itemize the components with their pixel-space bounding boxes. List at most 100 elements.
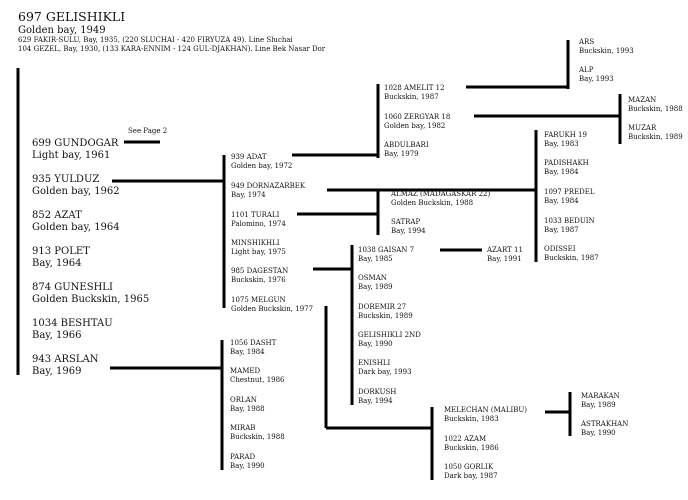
son-name: 943 ARSLAN	[32, 354, 99, 365]
dagestan-son-name: 1038 GAISAN 7	[358, 246, 415, 254]
melgun-son-name: MELECHAN (MALIBU)	[444, 406, 528, 414]
yulduz-son-name: 939 ADAT	[231, 153, 267, 161]
dagestan-son-details: Bay, 1989	[358, 283, 393, 291]
zergyar-son-name: MAZAN	[628, 96, 657, 104]
see-page-note: See Page 2	[128, 127, 168, 135]
dagestan-son-name: DORKUSH	[358, 388, 397, 396]
adat-son-details: Buckskin, 1987	[384, 93, 439, 101]
melechan-son-details: Bay, 1989	[581, 401, 616, 409]
amelit-son-details: Bay, 1993	[579, 75, 614, 83]
yulduz-son-details: Golden Buckskin, 1977	[231, 305, 314, 313]
son-name: 1034 BESHTAU	[32, 318, 113, 329]
melgun-son-name: 1022 AZAM	[444, 435, 487, 443]
son-name: 699 GUNDOGAR	[32, 138, 119, 149]
dagestan-son-name: ENISHLI	[358, 359, 391, 367]
dagestan-son-details: Bay, 1985	[358, 255, 393, 263]
son-name: 852 AZAT	[32, 210, 82, 221]
dornazarbek-son-details: Bay, 1984	[544, 197, 579, 205]
dornazarbek-son-name: PADISHAKH	[544, 159, 589, 167]
arslan-son-name: MIRAB	[230, 424, 256, 432]
adat-son-name: 1028 AMELIT 12	[384, 84, 445, 92]
zergyar-son-name: MUZAR	[628, 124, 657, 132]
dagestan-son-details: Dark bay, 1993	[358, 368, 412, 376]
son-details: Bay, 1964	[32, 257, 82, 269]
header-horse-name: 697 GELISHIKLI	[18, 9, 126, 24]
melgun-son-name: 1050 GORLIK	[444, 463, 494, 471]
son-details: Bay, 1966	[32, 329, 82, 341]
amelit-son-name: ALP	[579, 66, 594, 74]
son-name: 935 YULDUZ	[32, 174, 100, 185]
dornazarbek-son-details: Bay, 1983	[544, 140, 579, 148]
dornazarbek-son-details: Bay, 1984	[544, 168, 579, 176]
header-horse-details: Golden bay, 1949	[18, 25, 106, 36]
melechan-son-details: Bay, 1990	[581, 429, 616, 437]
turali-son-name: ALMAZ (MADAGASKAR 22)	[391, 190, 491, 198]
dagestan-son-name: OSMAN	[358, 274, 387, 282]
melgun-son-details: Buckskin, 1983	[444, 415, 499, 423]
son-entry: 943 ARSLAN Bay, 1969	[32, 354, 98, 377]
amelit-son-details: Buckskin, 1993	[579, 47, 634, 55]
amelit-son-name: ARS	[579, 38, 595, 46]
dagestan-son-details: Bay, 1990	[358, 340, 393, 348]
arslan-son-details: Chestnut, 1986	[230, 376, 285, 384]
yulduz-son-details: Palomino, 1974	[231, 220, 286, 228]
yulduz-son-details: Bay, 1974	[231, 191, 266, 199]
son-details: Bay, 1969	[32, 365, 82, 377]
yulduz-son-name: 1075 MELGUN	[231, 296, 286, 304]
dagestan-son-name: DOREMIR 27	[358, 303, 407, 311]
yulduz-son-name: 1101 TURALI	[231, 211, 280, 219]
yulduz-son-details: Light bay, 1975	[231, 248, 286, 256]
yulduz-son-name: 985 DAGESTAN	[231, 267, 289, 275]
arslan-son-details: Bay, 1988	[230, 405, 265, 413]
gaisan-son-name: AZART 11	[487, 246, 523, 254]
dornazarbek-son-details: Bay, 1987	[544, 226, 579, 234]
adat-son-details: Golden bay, 1982	[384, 122, 446, 130]
turali-son-details: Golden Buckskin, 1988	[391, 199, 474, 207]
son-entry: 935 YULDUZ Golden bay, 1962	[32, 174, 120, 197]
melechan-son-name: ASTRAKHAN	[581, 420, 629, 428]
son-details: Golden bay, 1962	[32, 185, 120, 197]
dornazarbek-son-name: ODISSEI	[544, 245, 576, 253]
son-entry: 1034 BESHTAU Bay, 1966	[32, 318, 113, 341]
arslan-son-name: 1056 DASHT	[230, 339, 277, 347]
zergyar-son-details: Buckskin, 1989	[628, 133, 683, 141]
arslan-son-details: Buckskin, 1988	[230, 433, 285, 441]
melgun-son-details: Buckskin, 1986	[444, 444, 499, 452]
son-entry: 852 AZAT Golden bay, 1964	[32, 210, 120, 233]
son-details: Golden bay, 1964	[32, 221, 120, 233]
arslan-son-details: Bay, 1984	[230, 348, 265, 356]
header-sire-line: 629 FAKIR-SULU, Bay, 1935, (220 SLUCHAI …	[18, 36, 293, 44]
gaisan-son-details: Bay, 1991	[487, 255, 522, 263]
dornazarbek-son-name: 1097 PREDEL	[544, 188, 595, 196]
son-name: 874 GUNESHLI	[32, 282, 113, 293]
melgun-son-details: Dark bay, 1987	[444, 472, 498, 480]
turali-son-details: Bay, 1994	[391, 227, 426, 235]
yulduz-son-details: Golden bay, 1972	[231, 162, 293, 170]
adat-son-details: Bay, 1979	[384, 150, 419, 158]
yulduz-son-details: Buckskin, 1976	[231, 276, 286, 284]
yulduz-son-name: 949 DORNAZARBEK	[231, 182, 306, 190]
dornazarbek-son-name: 1033 BEDUIN	[544, 217, 595, 225]
arslan-son-details: Bay, 1990	[230, 462, 265, 470]
son-details: Golden Buckskin, 1965	[32, 293, 150, 305]
arslan-son-name: MAMED	[230, 367, 261, 375]
son-entry: 874 GUNESHLI Golden Buckskin, 1965	[32, 282, 149, 305]
dagestan-son-details: Bay, 1994	[358, 397, 393, 405]
dagestan-son-details: Buckskin, 1989	[358, 312, 413, 320]
son-entry: 913 POLET Bay, 1964	[32, 246, 90, 269]
turali-son-name: SATRAP	[391, 218, 421, 226]
adat-son-name: ABDULBARI	[384, 141, 429, 149]
adat-son-name: 1060 ZERGYAR 18	[384, 113, 451, 121]
arslan-son-name: ORLAN	[230, 396, 257, 404]
dornazarbek-son-name: FARUKH 19	[544, 131, 587, 139]
yulduz-son-name: MINSHIKHLI	[231, 239, 280, 247]
dornazarbek-son-details: Buckskin, 1987	[544, 254, 599, 262]
melechan-son-name: MARAKAN	[581, 392, 620, 400]
zergyar-son-details: Buckskin, 1988	[628, 105, 683, 113]
arslan-son-name: PARAD	[230, 453, 256, 461]
son-entry: 699 GUNDOGAR Light bay, 1961	[32, 138, 118, 161]
dagestan-son-name: GELISHIKLI 2ND	[358, 331, 421, 339]
header-dam-line: 104 GEZEL, Bay, 1930, (133 KARA-ENNIM - …	[18, 45, 326, 53]
